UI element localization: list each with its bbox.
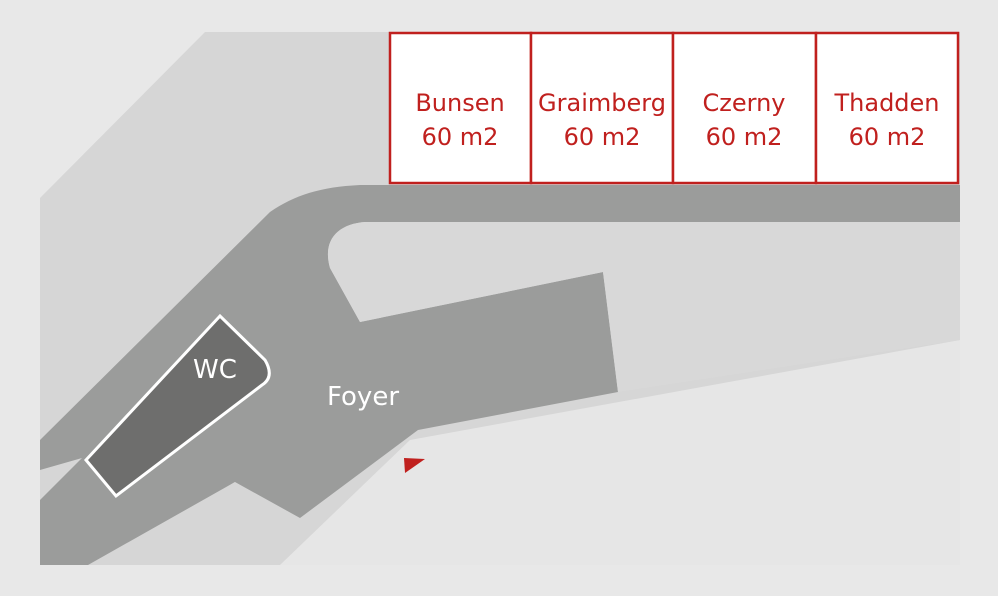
room-size: 60 m2 (564, 123, 641, 151)
room-thadden[interactable]: Thadden 60 m2 (814, 31, 960, 185)
inner-area (327, 222, 961, 392)
room-czerny[interactable]: Czerny 60 m2 (671, 31, 818, 185)
room-name: Graimberg (538, 89, 666, 117)
room-name: Bunsen (415, 89, 504, 117)
room-name: Czerny (703, 89, 786, 117)
wc-label: WC (193, 355, 237, 385)
lower-left-pocket (40, 458, 82, 540)
room-size: 60 m2 (706, 123, 783, 151)
corridor-area (40, 185, 960, 565)
wc-block (84, 313, 271, 499)
meeting-rooms: Bunsen 60 m2 Graimberg 60 m2 Czerny 60 m… (388, 31, 960, 185)
entrance-arrow-icon (404, 458, 425, 473)
room-size: 60 m2 (849, 123, 926, 151)
room-bunsen[interactable]: Bunsen 60 m2 (388, 31, 533, 185)
lower-floor-area (280, 340, 960, 565)
foyer-label: Foyer (327, 382, 399, 412)
room-name: Thadden (833, 89, 939, 117)
room-size: 60 m2 (422, 123, 499, 151)
room-graimberg[interactable]: Graimberg 60 m2 (529, 31, 675, 185)
lower-pocket (100, 482, 265, 565)
